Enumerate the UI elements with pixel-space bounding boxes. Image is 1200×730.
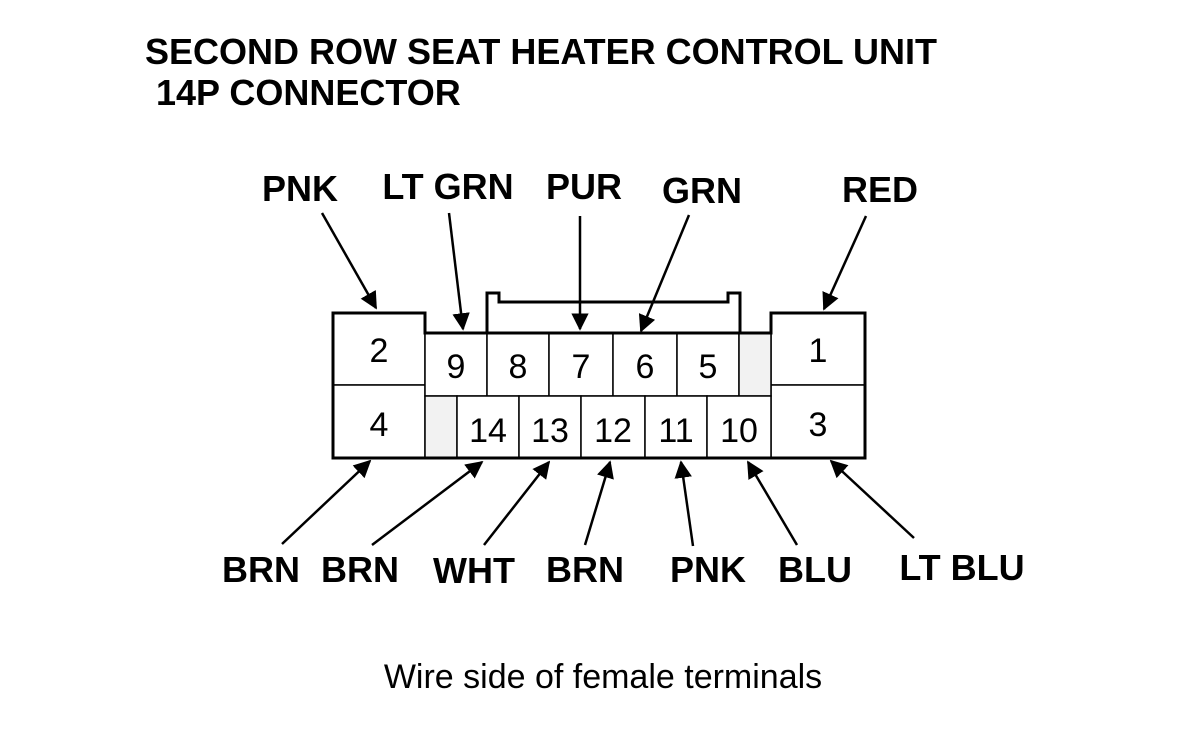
arrow-pin14 xyxy=(371,460,484,546)
wire-label-pin9: LT GRN xyxy=(382,166,513,207)
top-wire-labels: PNK LT GRN PUR GRN RED xyxy=(262,166,918,211)
pin-numbers: 2 4 1 3 9 8 7 6 5 14 13 12 11 10 xyxy=(370,332,828,450)
pin-number-8: 8 xyxy=(509,348,528,386)
bottom-arrows xyxy=(281,459,915,547)
pin-number-13: 13 xyxy=(531,412,569,450)
wire-label-pin12: BRN xyxy=(546,549,624,590)
bottom-wire-labels: BRN BRN WHT BRN PNK BLU LT BLU xyxy=(222,547,1025,591)
wire-label-pin3: LT BLU xyxy=(899,547,1024,588)
arrow-pin10 xyxy=(746,460,799,546)
arrow-pin9 xyxy=(447,212,470,331)
pin-number-10: 10 xyxy=(720,412,758,450)
wire-label-pin6: GRN xyxy=(662,170,742,211)
pin-cell-11 xyxy=(644,395,708,459)
pin-cell-14 xyxy=(456,395,520,459)
pin-number-12: 12 xyxy=(594,412,632,450)
pin-number-1: 1 xyxy=(809,332,828,370)
diagram-title-line1: SECOND ROW SEAT HEATER CONTROL UNIT xyxy=(145,31,937,72)
pin-number-2: 2 xyxy=(370,332,389,370)
pin-number-14: 14 xyxy=(469,412,507,450)
arrow-pin6 xyxy=(638,214,691,333)
pin-number-5: 5 xyxy=(699,348,718,386)
connector-latch xyxy=(485,291,742,333)
pin-cell-8 xyxy=(486,332,550,397)
pin-number-6: 6 xyxy=(636,348,655,386)
pin-number-4: 4 xyxy=(370,406,389,444)
wire-label-pin11: PNK xyxy=(670,549,746,590)
wire-label-pin1: RED xyxy=(842,169,918,210)
pin-number-11: 11 xyxy=(658,412,693,450)
arrow-pin1 xyxy=(822,215,868,311)
arrow-pin11 xyxy=(674,460,695,547)
diagram-caption: Wire side of female terminals xyxy=(384,658,822,696)
top-arrows xyxy=(320,212,868,333)
wire-label-pin10: BLU xyxy=(778,549,852,590)
wire-label-pin7: PUR xyxy=(546,166,622,207)
wire-label-pin13: WHT xyxy=(433,550,515,591)
blank-cell-top xyxy=(738,332,772,397)
pin-cell-12 xyxy=(580,395,646,459)
arrow-pin4 xyxy=(281,459,372,545)
pin-number-9: 9 xyxy=(447,348,466,386)
diagram-title-line2: 14P CONNECTOR xyxy=(156,72,461,113)
blank-cell-bottom xyxy=(424,395,458,459)
pin-cell-6 xyxy=(612,332,678,397)
connector-outline xyxy=(331,311,867,460)
pin-cell-10 xyxy=(706,395,772,459)
wire-label-pin4: BRN xyxy=(222,549,300,590)
arrow-pin12 xyxy=(583,460,614,546)
connector-housing xyxy=(331,291,867,460)
arrow-pin3 xyxy=(829,459,915,539)
wire-label-pin14: BRN xyxy=(321,549,399,590)
pin-number-3: 3 xyxy=(809,406,828,444)
arrow-pin13 xyxy=(483,460,551,546)
wire-label-pin2: PNK xyxy=(262,168,338,209)
pin-number-7: 7 xyxy=(572,348,591,386)
arrow-pin2 xyxy=(320,212,378,310)
